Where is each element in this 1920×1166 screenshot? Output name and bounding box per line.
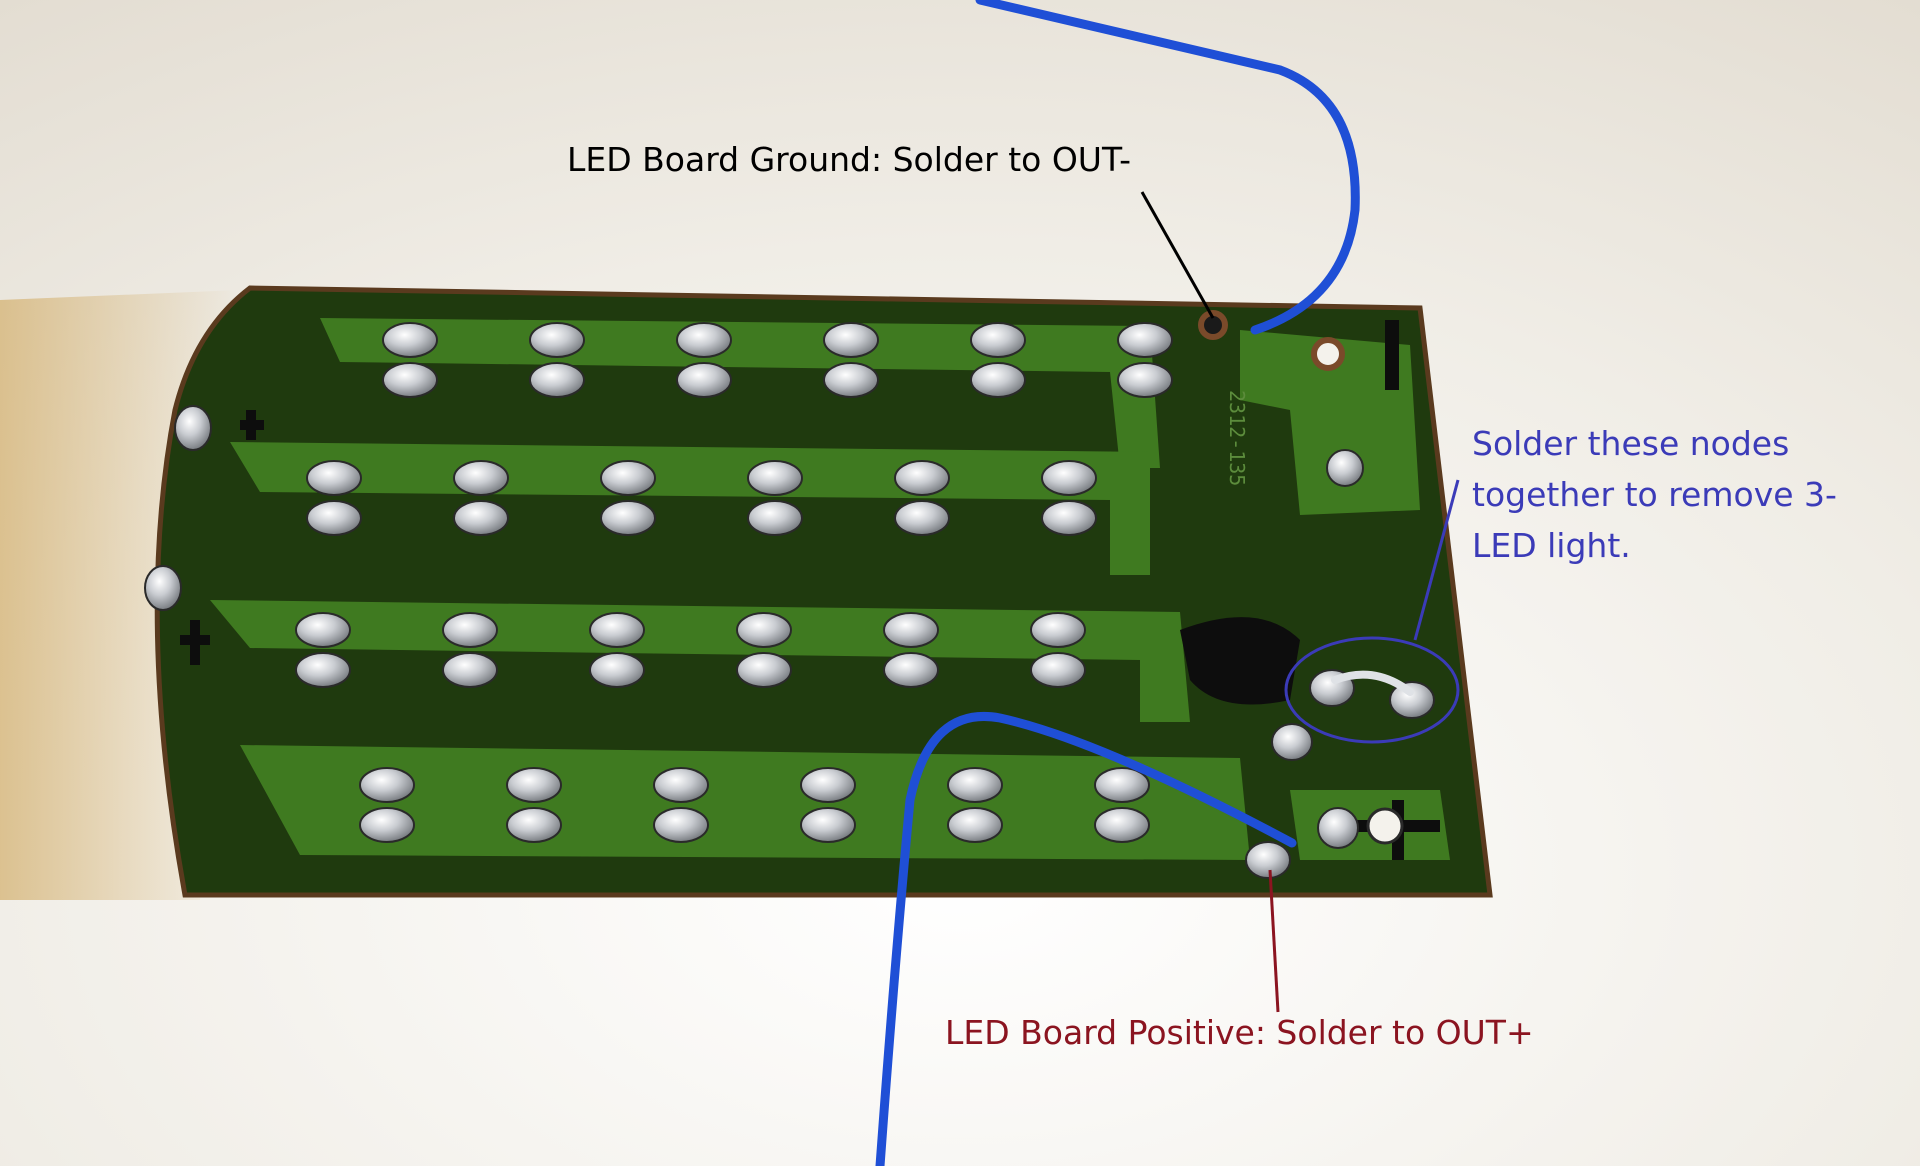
led-solder-pad (589, 652, 645, 688)
ground-wire (975, 0, 1360, 335)
led-solder-pad (600, 500, 656, 536)
led-solder-pad (883, 652, 939, 688)
led-solder-pad (653, 767, 709, 803)
bridge-annotation: Solder these nodes together to remove 3-… (1472, 418, 1837, 571)
led-solder-pad (676, 362, 732, 398)
positive-pad (1245, 841, 1291, 879)
led-solder-pad (1117, 322, 1173, 358)
led-solder-pad (359, 807, 415, 843)
led-solder-pad (506, 807, 562, 843)
pcb-marking: 2312-135 (1225, 390, 1249, 486)
led-solder-pad (589, 612, 645, 648)
positive-pointer-line (1268, 869, 1280, 1013)
solder-bridge (1331, 670, 1414, 696)
led-solder-pad (894, 500, 950, 536)
solder-pad (1271, 723, 1313, 761)
bridged-node-right (1389, 681, 1435, 719)
led-solder-pad (894, 460, 950, 496)
ground-pad (1198, 310, 1228, 340)
led-solder-pad (306, 500, 362, 536)
led-solder-pad (529, 362, 585, 398)
led-solder-pad (453, 460, 509, 496)
solder-pad (1317, 807, 1359, 849)
led-solder-pad (970, 322, 1026, 358)
led-solder-pad (947, 807, 1003, 843)
ground-annotation: LED Board Ground: Solder to OUT- (567, 140, 1131, 179)
led-board: 2312-135 (144, 285, 1493, 898)
led-solder-pad (823, 322, 879, 358)
led-solder-pad (442, 652, 498, 688)
extra-pads (144, 310, 1435, 879)
led-solder-pad (453, 500, 509, 536)
led-solder-pads (295, 322, 1173, 843)
led-solder-pad (1117, 362, 1173, 398)
led-solder-pad (823, 362, 879, 398)
solder-pad (174, 405, 212, 451)
led-solder-pad (947, 767, 1003, 803)
led-solder-pad (295, 652, 351, 688)
positive-annotation: LED Board Positive: Solder to OUT+ (945, 1013, 1534, 1052)
led-solder-pad (736, 652, 792, 688)
led-solder-pad (800, 807, 856, 843)
bridge-highlight-ellipse (1284, 636, 1460, 744)
led-solder-pad (883, 612, 939, 648)
ground-pointer-line (1140, 191, 1215, 319)
led-solder-pad (529, 322, 585, 358)
led-solder-pad (970, 362, 1026, 398)
solder-pad (1326, 449, 1364, 487)
led-solder-pad (306, 460, 362, 496)
led-solder-pad (747, 460, 803, 496)
led-solder-pad (600, 460, 656, 496)
led-solder-pad (295, 612, 351, 648)
led-solder-pad (382, 322, 438, 358)
led-solder-pad (800, 767, 856, 803)
led-solder-pad (442, 612, 498, 648)
led-solder-pad (1094, 807, 1150, 843)
led-solder-pad (1041, 460, 1097, 496)
led-solder-pad (736, 612, 792, 648)
led-solder-pad (1030, 612, 1086, 648)
led-solder-pad (676, 322, 732, 358)
bridge-pointer-line (1413, 479, 1460, 641)
led-solder-pad (1041, 500, 1097, 536)
mounting-hole (1366, 807, 1404, 845)
led-solder-pad (382, 362, 438, 398)
led-solder-pad (747, 500, 803, 536)
led-solder-pad (653, 807, 709, 843)
led-solder-pad (1030, 652, 1086, 688)
positive-wire (875, 712, 1297, 1166)
bridge-annotation-line: Solder these nodes (1472, 424, 1790, 463)
bridge-annotation-line: LED light. (1472, 526, 1631, 565)
mounting-hole (1311, 337, 1345, 371)
led-solder-pad (506, 767, 562, 803)
led-solder-pad (359, 767, 415, 803)
bridge-annotation-line: together to remove 3- (1472, 475, 1837, 514)
solder-pad (144, 565, 182, 611)
led-solder-pad (1094, 767, 1150, 803)
